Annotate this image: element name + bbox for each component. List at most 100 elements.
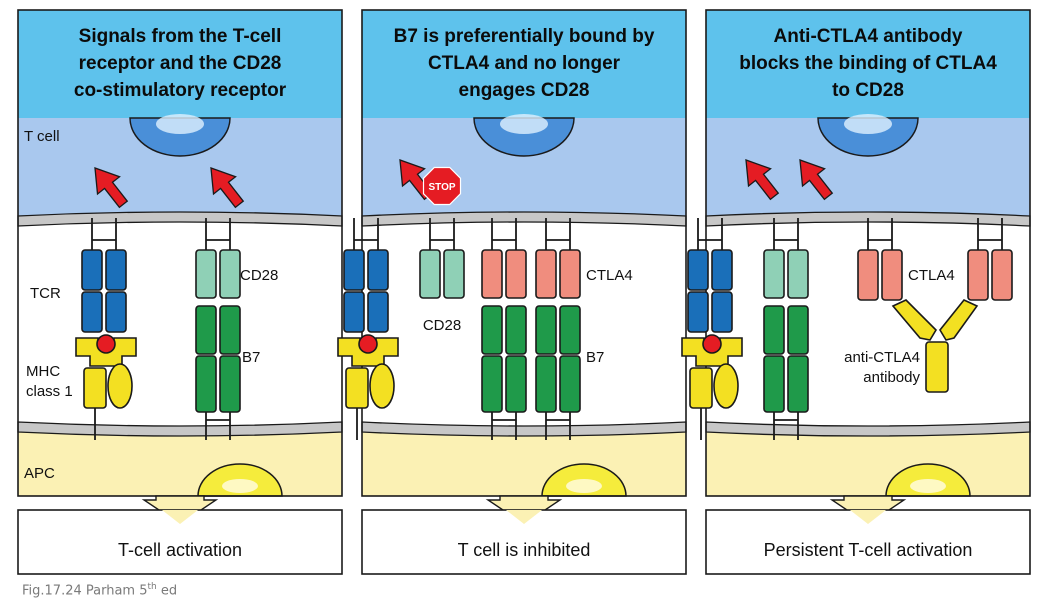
mhc-alpha3 (345, 367, 369, 409)
signal-arrow-cd28 (210, 167, 245, 209)
tcr-domain-right-0 (367, 249, 389, 291)
result-arrow-tip (162, 510, 198, 524)
ctla4-1-domain-left-0 (857, 249, 879, 301)
label-cd28: CD28 (240, 267, 278, 284)
tcr-domain-left-0 (343, 249, 365, 291)
ctla4-1-domain-left-0 (481, 249, 503, 299)
b7-1-domain-left-0 (481, 305, 503, 355)
b7-2-domain-right-0 (559, 305, 581, 355)
result-text: T cell is inhibited (458, 540, 591, 560)
b7-domain-left-0 (763, 305, 785, 355)
label-b7: B7 (242, 349, 260, 366)
label-tcell: T cell (24, 128, 60, 145)
ctla4-2-domain-left-0 (535, 249, 557, 299)
tcell-nucleus-highlight (156, 114, 204, 134)
apc-region (18, 432, 342, 496)
b7-2-domain-left-0 (535, 305, 557, 355)
panel-header (706, 10, 1030, 118)
tcell-membrane (361, 211, 687, 227)
result-text: T-cell activation (118, 540, 242, 560)
label-mhc: MHC (26, 363, 60, 380)
b7-2-domain-right-1 (559, 355, 581, 413)
cd28-domain-right-0 (443, 249, 465, 299)
panel-3: Anti-CTLA4 antibody blocks the binding of… (681, 9, 1031, 575)
panel-title-line-1: Anti-CTLA4 antibody (774, 26, 963, 47)
antibody-arm-right (939, 299, 979, 341)
b7-domain-left-1 (763, 355, 785, 413)
b7-1-domain-right-0 (505, 305, 527, 355)
panel-title-line-2: blocks the binding of CTLA4 (739, 53, 997, 74)
ctla4-2-domain-right-0 (991, 249, 1013, 301)
panel-title-line-2: receptor and the CD28 (79, 53, 282, 74)
mhc-alpha3 (689, 367, 713, 409)
label-cd28: CD28 (423, 317, 461, 334)
result-text: Persistent T-cell activation (764, 540, 973, 560)
signal-arrow-tcr (745, 159, 780, 201)
b7-domain-left-0 (195, 305, 217, 355)
apc-region (362, 432, 686, 496)
b7-domain-right-0 (219, 305, 241, 355)
b7-1-domain-left-1 (481, 355, 503, 413)
panel-title-line-3: to CD28 (832, 80, 904, 101)
signal-arrow-cd28 (799, 159, 834, 201)
apc-region (706, 432, 1030, 496)
apc-membrane (17, 421, 343, 437)
b7-domain-right-1 (219, 355, 241, 413)
tcell-nucleus (129, 117, 231, 157)
panel-title-line-3: engages CD28 (459, 80, 590, 101)
mhc-b2m (107, 363, 133, 409)
ctla4-2-domain-right-0 (559, 249, 581, 299)
tcr-domain-left-0 (81, 249, 103, 291)
apc-nucleus-highlight (566, 479, 602, 493)
stop-sign-text: STOP (428, 182, 455, 193)
caption-main: Fig.17.24 Parham 5 (22, 583, 148, 599)
tcr-domain-left-1 (343, 291, 365, 333)
panel-1: Signals from the T-cell receptor and the … (17, 9, 343, 575)
cd28-domain-left-0 (763, 249, 785, 299)
caption-tail: ed (156, 583, 178, 599)
tcell-nucleus (817, 117, 919, 157)
label-mhc-class: class 1 (26, 383, 73, 400)
tcr-domain-right-1 (367, 291, 389, 333)
b7-domain-right-1 (787, 355, 809, 413)
tcr-domain-right-1 (711, 291, 733, 333)
signal-arrow-tcr (94, 167, 129, 209)
panel-title-line-2: CTLA4 and no longer (428, 53, 621, 74)
mhc-peptide (358, 334, 378, 354)
panel-title-line-1: Signals from the T-cell (79, 26, 282, 47)
tcr-domain-left-0 (687, 249, 709, 291)
label-antibody-2: antibody (863, 369, 920, 386)
tcell-nucleus (473, 117, 575, 157)
panel-header (18, 10, 342, 118)
cd28-domain-left-0 (195, 249, 217, 299)
result-arrow-tip (506, 510, 542, 524)
mhc-alpha3 (83, 367, 107, 409)
ctla4-1-domain-right-0 (505, 249, 527, 299)
tcell-membrane (17, 211, 343, 227)
mhc-b2m (713, 363, 739, 409)
apc-membrane (705, 421, 1031, 437)
panel-title-line-3: co-stimulatory receptor (74, 80, 287, 101)
tcr-domain-right-0 (105, 249, 127, 291)
ctla4-2-domain-left-0 (967, 249, 989, 301)
antibody-arm-left (891, 299, 938, 341)
tcr-domain-left-1 (81, 291, 103, 333)
cd28-domain-right-0 (787, 249, 809, 299)
figure-caption: Fig.17.24 Parham 5th ed (22, 582, 177, 598)
b7-2-domain-left-1 (535, 355, 557, 413)
mhc-peptide (702, 334, 722, 354)
synapse-gap (18, 228, 342, 420)
label-b7: B7 (586, 349, 604, 366)
b7-1-domain-right-1 (505, 355, 527, 413)
cd28-domain-left-0 (419, 249, 441, 299)
apc-nucleus-highlight (910, 479, 946, 493)
panel-title-line-1: B7 is preferentially bound by (394, 26, 655, 47)
apc-membrane (361, 421, 687, 437)
label-tcr: TCR (30, 285, 61, 302)
tcr-domain-right-0 (711, 249, 733, 291)
ctla4-1-domain-right-0 (881, 249, 903, 301)
panel-header (362, 10, 686, 118)
label-antibody-1: anti-CTLA4 (844, 349, 920, 366)
mhc-peptide (96, 334, 116, 354)
